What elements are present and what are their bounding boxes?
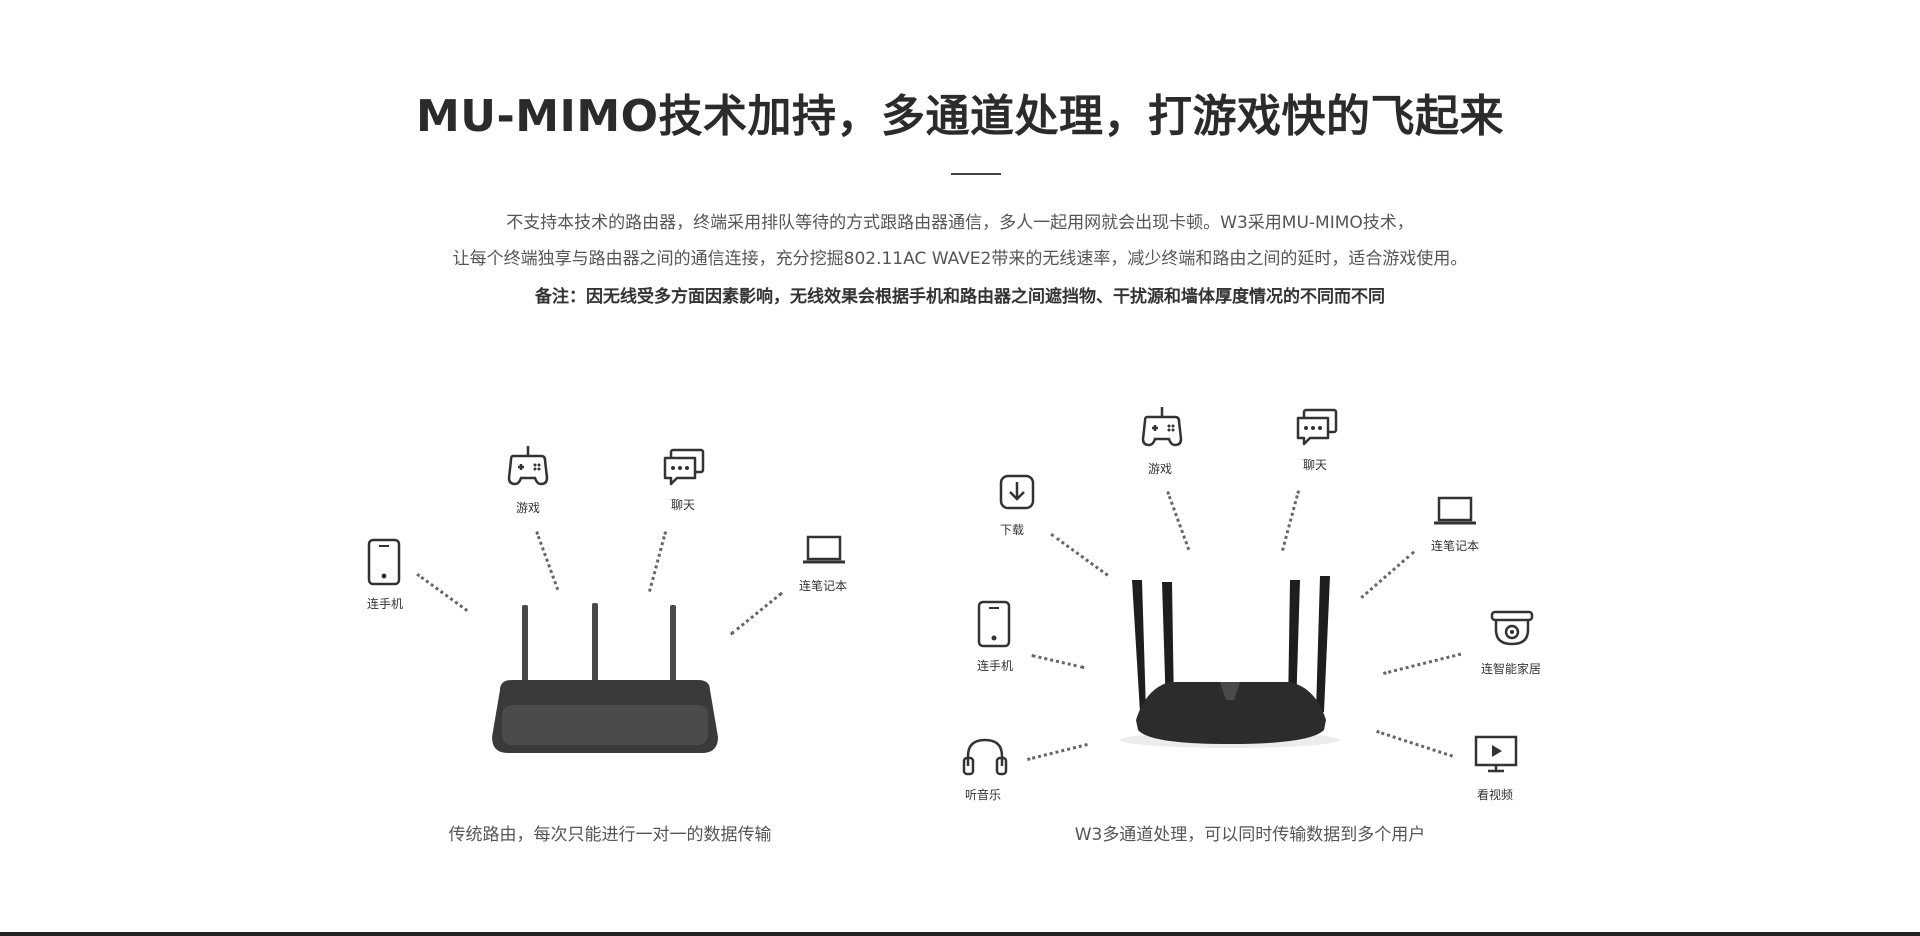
- right-label-laptop: 连笔记本: [1430, 539, 1479, 553]
- phone-icon: [977, 600, 1011, 648]
- left-caption: 传统路由，每次只能进行一对一的数据传输: [448, 825, 772, 845]
- right-dotted-line-video: [1376, 730, 1454, 758]
- bottom-border: [0, 932, 1920, 936]
- left-label-laptop: 连笔记本: [798, 579, 847, 593]
- right-label-chat: 聊天: [1302, 458, 1327, 472]
- left-dotted-line-game: [535, 531, 560, 591]
- disclaimer-note: 备注：因无线受多方面因素影响，无线效果会根据手机和路由器之间遮挡物、干扰源和墙体…: [535, 287, 1385, 307]
- headphones-icon: [962, 736, 1008, 776]
- right-dotted-line-game: [1166, 491, 1191, 551]
- laptop-icon: [1434, 496, 1476, 526]
- phone-icon: [367, 538, 401, 586]
- description-line-1: 不支持本技术的路由器，终端采用排队等待的方式跟路由器通信，多人一起用网就会出现卡…: [506, 213, 1414, 233]
- left-dotted-line-chat: [648, 531, 667, 592]
- chat-icon: [1296, 408, 1338, 446]
- gamepad-icon: [1141, 405, 1183, 447]
- w3-router-image: [1110, 570, 1350, 750]
- gamepad-icon: [507, 444, 549, 486]
- left-label-chat: 聊天: [670, 498, 695, 512]
- download-icon: [999, 474, 1035, 510]
- right-label-download: 下载: [999, 523, 1024, 537]
- left-dotted-line-laptop: [729, 591, 783, 636]
- left-label-phone: 连手机: [366, 597, 403, 611]
- right-label-game: 游戏: [1147, 462, 1172, 476]
- video-icon: [1474, 735, 1518, 773]
- traditional-router-image: [480, 595, 730, 765]
- right-dotted-line-music: [1027, 743, 1088, 761]
- right-caption: W3多通道处理，可以同时传输数据到多个用户: [1074, 825, 1426, 845]
- right-label-music: 听音乐: [964, 788, 1001, 802]
- right-dotted-line-download: [1050, 533, 1109, 577]
- laptop-icon: [803, 535, 845, 565]
- right-label-video: 看视频: [1476, 788, 1513, 802]
- right-dotted-line-smarthome: [1383, 652, 1462, 675]
- title-divider: [951, 173, 1001, 175]
- page-title: MU-MIMO技术加持，多通道处理，打游戏快的飞起来: [415, 91, 1505, 142]
- chat-icon: [663, 448, 705, 486]
- right-label-phone: 连手机: [976, 659, 1013, 673]
- right-label-smarthome: 连智能家居: [1480, 662, 1541, 676]
- camera-icon: [1490, 608, 1534, 648]
- right-dotted-line-laptop: [1360, 550, 1415, 599]
- left-label-game: 游戏: [515, 501, 540, 515]
- right-dotted-line-chat: [1281, 490, 1300, 551]
- description-line-2: 让每个终端独享与路由器之间的通信连接，充分挖掘802.11AC WAVE2带来的…: [452, 249, 1468, 269]
